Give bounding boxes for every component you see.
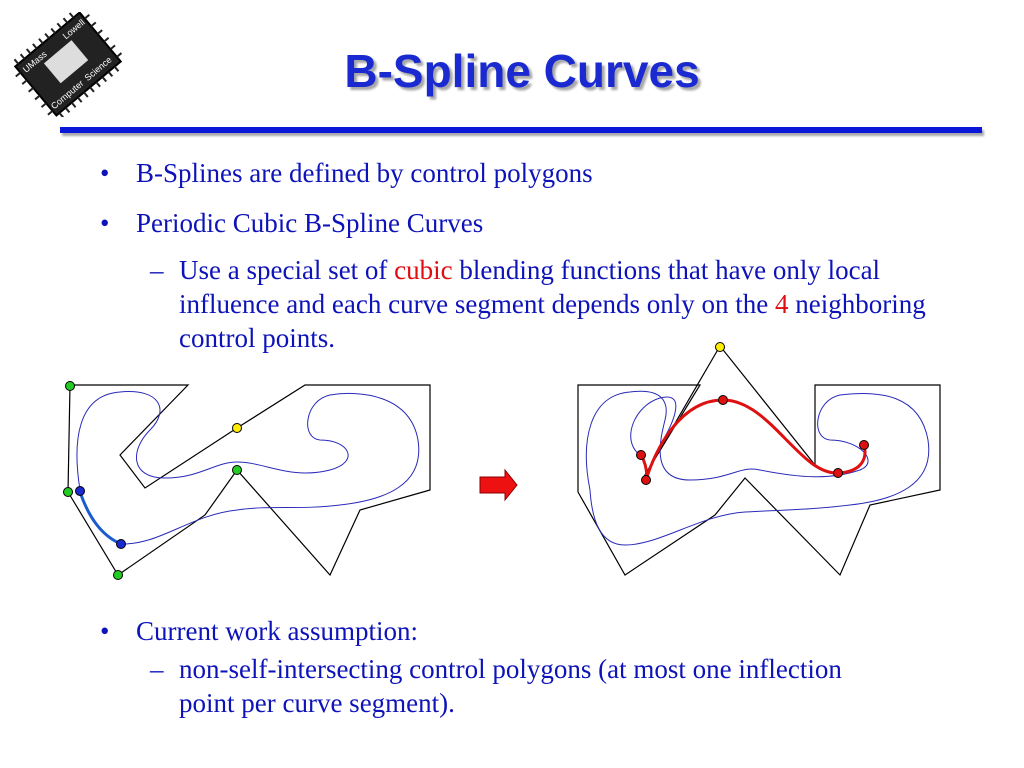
highlight-cubic: cubic <box>394 255 453 285</box>
bspline-figure <box>63 342 941 580</box>
text-part: neighboring control points. <box>179 289 926 353</box>
control-point-green <box>113 570 123 580</box>
sub-bullet-text: non-self-intersecting control polygons (… <box>179 654 842 718</box>
right-arrow-icon <box>479 468 518 502</box>
left-bspline-curve <box>76 391 420 545</box>
control-point-green <box>232 465 242 475</box>
slide-title: B-Spline Curves <box>344 45 700 97</box>
curve-point-blue <box>116 539 126 549</box>
control-point-yellow <box>715 342 725 352</box>
control-point-green <box>65 381 75 391</box>
bullet-marker: • <box>100 616 110 646</box>
sub-bullet-marker: – <box>150 654 164 684</box>
bullet-text: B-Splines are defined by control polygon… <box>136 158 593 188</box>
curve-point-red <box>833 468 843 478</box>
left-highlighted-segment <box>78 491 122 546</box>
left-control-polygon <box>67 384 431 577</box>
curve-point-red <box>641 475 651 485</box>
bullet-text: Periodic Cubic B-Spline Curves <box>136 208 484 238</box>
bullet-text: Current work assumption: <box>136 616 418 646</box>
control-point-yellow <box>232 423 242 433</box>
bullet-marker: • <box>100 158 110 188</box>
curve-point-red <box>718 395 728 405</box>
right-control-polygon <box>577 344 941 577</box>
highlight-four: 4 <box>775 289 789 319</box>
right-diagram <box>577 342 941 577</box>
text-part: Use a special set of <box>179 255 395 285</box>
title-underline <box>60 127 982 133</box>
left-diagram <box>63 381 431 580</box>
sub-bullet-text: Use a special set of cubic blending func… <box>179 253 959 355</box>
right-bspline-curve <box>585 390 930 546</box>
curve-point-red <box>636 450 646 460</box>
umass-lowell-cs-logo: UMass Lowell Computer Science <box>13 12 123 117</box>
control-point-green <box>63 487 73 497</box>
sub-bullet-marker: – <box>150 255 164 285</box>
bullet-marker: • <box>100 208 110 238</box>
curve-point-blue <box>75 486 85 496</box>
text-part: blending functions that have only local … <box>179 255 881 319</box>
curve-point-red <box>859 440 869 450</box>
